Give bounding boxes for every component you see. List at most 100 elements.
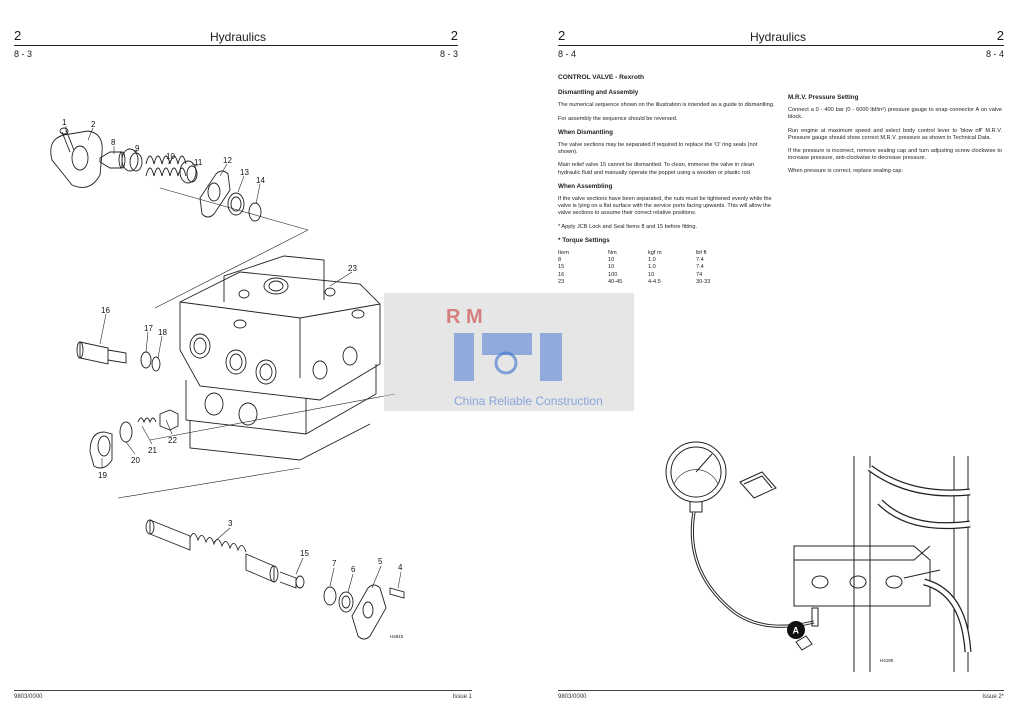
dismantling-heading: Dismantling and Assembly <box>558 89 639 97</box>
torque-cell: 100 <box>608 271 618 278</box>
callout-15: 15 <box>300 549 309 558</box>
callout-7: 7 <box>332 559 337 568</box>
callout-19: 19 <box>98 471 107 480</box>
pressure-gauge-illustration: A H4190 <box>665 441 972 672</box>
callout-12: 12 <box>223 156 232 165</box>
page-title: Hydraulics <box>209 30 266 44</box>
footer-rule <box>558 690 1004 691</box>
mrv-heading: M.R.V. Pressure Setting <box>788 94 859 101</box>
when-assembling-p1: If the valve sections have been separate… <box>558 196 772 217</box>
left-page: 2 Hydraulics 2 8 - 3 8 - 3 <box>14 28 472 700</box>
section-number: 2 <box>14 28 22 43</box>
header-rule <box>14 45 458 46</box>
callout-9: 9 <box>135 144 140 153</box>
exploded-valve-diagram: 1 2 8 9 10 11 12 13 14 23 16 17 18 21 22… <box>50 118 405 640</box>
relief-valve-16 <box>76 341 161 372</box>
relief-valve-parts <box>50 127 262 222</box>
torque-cell: 15 <box>558 264 565 271</box>
callout-8: 8 <box>111 138 116 147</box>
mrv-p3: If the pressure is incorrect, remove sea… <box>788 148 1002 162</box>
right-text-column: M.R.V. Pressure Setting Connect a 0 - 40… <box>788 92 1002 182</box>
illustration-ref: H4190 <box>880 658 894 663</box>
callout-20: 20 <box>131 456 140 465</box>
callout-4: 4 <box>398 563 403 572</box>
page-ref-left: 8 - 4 <box>558 49 577 59</box>
watermark-text: China Reliable Construction <box>454 394 603 408</box>
torque-cell: 16 <box>558 271 565 278</box>
mrv-p4: When pressure is correct, replace sealin… <box>788 168 904 175</box>
dismantling-p2: For assembly the sequence should be reve… <box>558 115 678 122</box>
torque-header-row: Item Nm kgf m lbf ft <box>558 250 736 257</box>
watermark-letters: R M <box>446 306 483 328</box>
callout-10: 10 <box>166 152 175 161</box>
section-number-right: 2 <box>996 28 1004 43</box>
torque-cell: 7.4 <box>696 257 704 264</box>
torque-cell: 7.4 <box>696 264 704 271</box>
when-assembling-heading: When Assembling <box>558 182 613 190</box>
when-dismantling-p2: Main relief valve 15 cannot be dismantle… <box>558 162 755 176</box>
mrv-p1: Connect a 0 - 400 bar (0 - 6000 lbf/in²)… <box>788 107 1002 121</box>
torque-cell: 4-4.5 <box>648 278 661 285</box>
callout-2: 2 <box>91 120 96 129</box>
mrv-p2: Run engine at maximum speed and select b… <box>788 127 1002 141</box>
end-parts <box>323 584 405 640</box>
callout-6: 6 <box>351 565 356 574</box>
callout-23: 23 <box>348 264 357 273</box>
watermark-logo: R M China Reliable Construction <box>446 306 603 408</box>
plug-assembly <box>89 409 179 469</box>
callout-1: 1 <box>62 118 67 127</box>
page-ref-right: 8 - 3 <box>439 49 458 59</box>
callout-14: 14 <box>256 176 265 185</box>
torque-cell: 23 <box>558 278 565 285</box>
page-title: Hydraulics <box>749 30 806 44</box>
torque-cell: 10 <box>648 271 655 278</box>
table-row: 23 40-45 4-4.5 30-33 <box>558 279 736 286</box>
table-row: 15 10 1.0 7.4 <box>558 264 736 271</box>
torque-table: Item Nm kgf m lbf ft 8 10 1.0 7.4 15 10 … <box>558 250 736 286</box>
illustration-ref: H4910 <box>390 634 404 639</box>
torque-heading: * Torque Settings <box>558 236 610 244</box>
callout-16: 16 <box>101 306 110 315</box>
page-ref-left: 8 - 3 <box>14 49 33 59</box>
callout-13: 13 <box>240 168 249 177</box>
torque-cell: 8 <box>558 257 562 264</box>
callout-11: 11 <box>194 158 203 167</box>
section-number: 2 <box>558 28 566 43</box>
torque-header: lbf ft <box>696 250 707 257</box>
when-assembling-p2: * Apply JCB Lock and Seal Items 8 and 15… <box>558 223 697 230</box>
table-row: 8 10 1.0 7.4 <box>558 257 736 264</box>
footer-issue: Issue 1 <box>452 694 472 700</box>
header-rule <box>558 45 1004 46</box>
callout-18: 18 <box>158 328 167 337</box>
callout-a: A <box>793 626 800 636</box>
section-number-right: 2 <box>450 28 458 43</box>
torque-cell: 40-45 <box>608 278 623 285</box>
left-text-column: CONTROL VALVE - Rexroth Dismantling and … <box>558 74 776 286</box>
callout-5: 5 <box>378 557 383 566</box>
footer-code: 9803/0000 <box>558 694 587 700</box>
torque-cell: 10 <box>608 264 615 271</box>
when-dismantling-p1: The valve sections may be separated if r… <box>558 142 758 156</box>
footer-rule <box>14 690 472 691</box>
torque-cell: 1.0 <box>648 257 656 264</box>
callout-a-marker <box>787 621 805 639</box>
callout-17: 17 <box>144 324 153 333</box>
torque-header: Nm <box>608 250 617 257</box>
right-page: 2 Hydraulics 2 8 - 4 8 - 4 CONTROL VALVE… <box>508 0 1016 722</box>
dismantling-p1: The numerical sequence shown on the illu… <box>558 102 775 109</box>
table-row: 16 100 10 74 <box>558 272 736 279</box>
torque-header: kgf m <box>648 250 662 257</box>
valve-body <box>179 255 381 461</box>
footer-code: 9803/0000 <box>14 694 43 700</box>
footer-issue: Issue 2* <box>982 694 1004 700</box>
callout-3: 3 <box>228 519 233 528</box>
torque-cell: 1.0 <box>648 264 656 271</box>
callout-21: 21 <box>148 446 157 455</box>
spool-3 <box>145 519 305 589</box>
torque-cell: 10 <box>608 257 615 264</box>
torque-cell: 74 <box>696 271 703 278</box>
torque-header: Item <box>558 250 569 257</box>
torque-cell: 30-33 <box>696 278 711 285</box>
main-heading: CONTROL VALVE - Rexroth <box>558 74 645 81</box>
callout-22: 22 <box>168 436 177 445</box>
